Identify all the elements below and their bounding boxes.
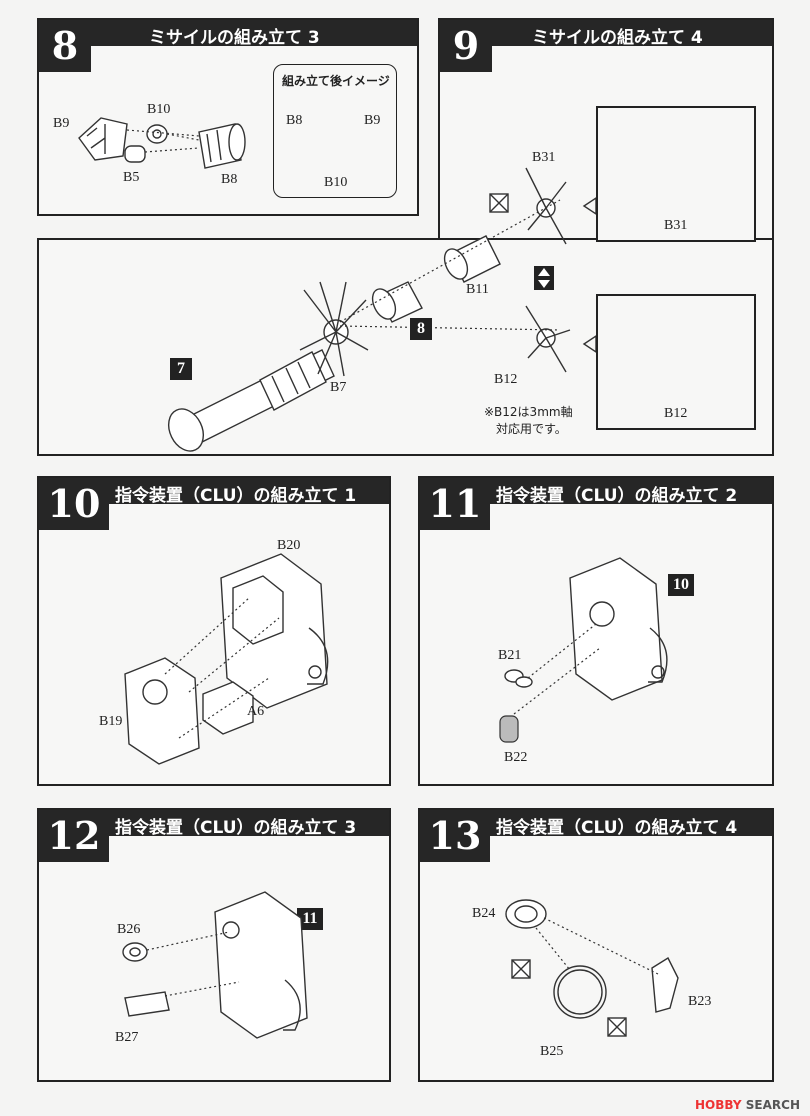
step-10-title: 指令装置（CLU）の組み立て 1	[115, 486, 357, 506]
missile-body-drawing	[167, 349, 335, 452]
step-12-illustration	[122, 891, 308, 1039]
step-12-title: 指令装置（CLU）の組み立て 3	[115, 818, 357, 838]
b12-note-line-2: 対応用です。	[496, 422, 567, 436]
label-b23: B23	[688, 994, 712, 1009]
part-b25-drawing	[553, 965, 607, 1019]
label-b8: B8	[221, 172, 238, 187]
label-b25: B25	[540, 1044, 564, 1059]
step-11-panel: 指令装置（CLU）の組み立て 2 11 10 B21 B22	[418, 476, 774, 786]
image-label-b9: B9	[364, 113, 381, 128]
part-b11-drawing	[443, 235, 501, 283]
step-13-number: 13	[420, 810, 490, 862]
label-b5: B5	[123, 170, 140, 185]
label-b12: B12	[494, 372, 518, 387]
label-b19: B19	[99, 714, 123, 729]
part-b9-drawing	[78, 117, 128, 161]
step-13-title: 指令装置（CLU）の組み立て 4	[496, 818, 738, 838]
watermark-suffix: SEARCH	[745, 1098, 800, 1112]
callout-b12-box	[596, 294, 756, 430]
ref-step-10: 10	[668, 574, 694, 596]
part-b26-drawing	[122, 942, 148, 962]
part-b31-drawing	[525, 167, 567, 245]
label-b21: B21	[498, 648, 522, 663]
step-8-panel: ミサイルの組み立て 3 8 B9 B10 B5 B8 組み立て後イメージ B8 …	[37, 18, 419, 216]
cross-box-icon	[489, 193, 509, 213]
label-b22: B22	[504, 750, 528, 765]
label-b31: B31	[532, 150, 556, 165]
step-8-number: 8	[39, 20, 91, 72]
step-11-illustration	[499, 557, 668, 743]
cross-box-icon-1	[511, 959, 531, 979]
part-b12-drawing	[525, 305, 571, 373]
label-b11: B11	[466, 282, 489, 297]
ref-step-7: 7	[170, 358, 192, 380]
step-9-title-bar: ミサイルの組み立て 4	[440, 20, 772, 48]
step-12-number: 12	[39, 810, 109, 862]
label-b9: B9	[53, 116, 70, 131]
assembled-image-caption: 組み立て後イメージ	[282, 74, 390, 88]
motor-section-8-drawing	[371, 281, 423, 323]
ref-step-8: 8	[410, 318, 432, 340]
label-a6: A6	[247, 704, 265, 719]
watermark-brand: HOBBY	[695, 1098, 742, 1112]
part-b10-drawing	[146, 124, 168, 144]
part-b19-drawing	[124, 657, 200, 765]
label-b20: B20	[277, 538, 301, 553]
b12-note-line-1: ※B12は3mm軸	[484, 405, 573, 419]
step-10-number: 10	[39, 478, 109, 530]
watermark: HOBBY SEARCH	[695, 1098, 800, 1112]
image-label-b8: B8	[286, 113, 303, 128]
step-9-title: ミサイルの組み立て 4	[532, 28, 703, 48]
image-label-b10: B10	[324, 175, 348, 190]
clu-assembly-drawing	[569, 557, 663, 701]
cross-box-icon-2	[607, 1017, 627, 1037]
label-b10: B10	[147, 102, 171, 117]
step-8-title: ミサイルの組み立て 3	[149, 28, 320, 48]
ref-step-11: 11	[297, 908, 323, 930]
label-b27: B27	[115, 1030, 139, 1045]
part-b8-drawing	[198, 123, 246, 169]
part-a6-drawing	[202, 681, 254, 735]
step-10-panel: 指令装置（CLU）の組み立て 1 10 B20 B19 A6	[37, 476, 391, 786]
step-13-panel: 指令装置（CLU）の組み立て 4 13 B24 B25 B23	[418, 808, 774, 1082]
assembled-image-box: 組み立て後イメージ B8 B9 B10	[273, 64, 397, 198]
part-b22-drawing	[499, 715, 519, 743]
callout-b31-box	[596, 106, 756, 242]
clu-body-drawing	[214, 891, 308, 1039]
label-b7: B7	[330, 380, 347, 395]
part-b5-drawing	[124, 145, 146, 163]
step-13-illustration	[505, 899, 679, 1037]
part-b21-drawing	[504, 669, 533, 688]
step-10-illustration	[124, 553, 329, 765]
part-b24-drawing	[505, 899, 547, 929]
callout-label-b12: B12	[664, 406, 688, 421]
label-b24: B24	[472, 906, 496, 921]
step-8-title-bar: ミサイルの組み立て 3	[39, 20, 417, 48]
label-b26: B26	[117, 922, 141, 937]
part-b23-drawing	[651, 956, 679, 1013]
step-12-panel: 指令装置（CLU）の組み立て 3 12 11 B26 B27	[37, 808, 391, 1082]
step-9-number: 9	[440, 20, 492, 72]
clu-housing-drawing	[220, 553, 328, 709]
step-11-number: 11	[420, 478, 490, 530]
step-11-title: 指令装置（CLU）の組み立て 2	[496, 486, 738, 506]
callout-label-b31: B31	[664, 218, 688, 233]
swap-arrows-icon	[534, 266, 554, 290]
part-b27-drawing	[124, 991, 170, 1017]
